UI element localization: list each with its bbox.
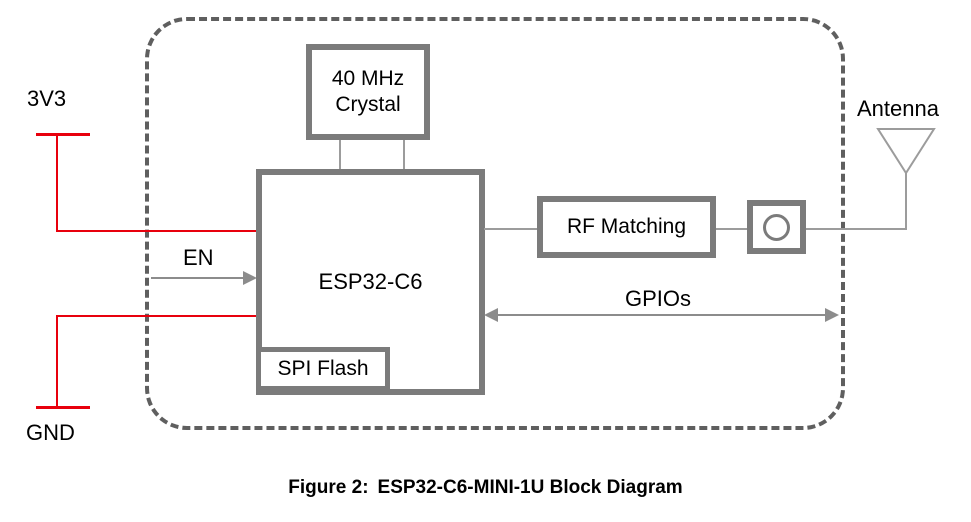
power-3v3-line-vertical [56, 134, 58, 232]
gpios-label: GPIOs [624, 286, 691, 311]
power-gnd-line-horizontal [56, 315, 259, 317]
en-arrowhead-icon [243, 271, 257, 285]
en-signal-line [151, 277, 245, 279]
figure-caption-prefix: Figure 2: [288, 477, 369, 498]
soc-label: ESP32-C6 [318, 269, 423, 295]
power-3v3-line-horizontal [56, 230, 259, 232]
rf-matching-label: RF Matching [566, 214, 687, 238]
spi-flash-block: SPI Flash [256, 347, 390, 391]
rf-trace-matching-to-connector [715, 228, 748, 230]
crystal-label-line1: 40 MHz [331, 66, 405, 90]
power-gnd-line-vertical [56, 316, 58, 407]
rf-trace-connector-to-antenna [805, 228, 906, 230]
power-gnd-label: GND [26, 420, 75, 445]
power-gnd-rail-bar [36, 406, 90, 409]
rf-matching-block: RF Matching [537, 196, 716, 258]
gpios-arrowhead-left-icon [484, 308, 498, 322]
gpios-arrowhead-right-icon [825, 308, 839, 322]
crystal-trace-right [403, 140, 405, 170]
figure-caption-title: ESP32-C6-MINI-1U Block Diagram [377, 477, 683, 498]
rf-connector-block [747, 200, 806, 254]
rf-connector-icon [763, 213, 790, 241]
spi-flash-label: SPI Flash [277, 356, 369, 380]
crystal-label-line2: Crystal [335, 93, 401, 116]
antenna-icon [876, 128, 936, 175]
module-boundary [145, 17, 845, 430]
power-3v3-rail-bar [36, 133, 90, 136]
figure-caption: Figure 2: ESP32-C6-MINI-1U Block Diagram [0, 477, 971, 499]
rf-trace-soc-to-matching [484, 228, 537, 230]
crystal-block: 40 MHz Crystal [306, 44, 430, 140]
power-3v3-label: 3V3 [27, 86, 67, 111]
antenna-label: Antenna [857, 96, 939, 121]
antenna-feed-line [905, 173, 907, 230]
gpios-line [495, 314, 827, 316]
en-signal-label: EN [183, 245, 214, 270]
crystal-trace-left [339, 140, 341, 170]
